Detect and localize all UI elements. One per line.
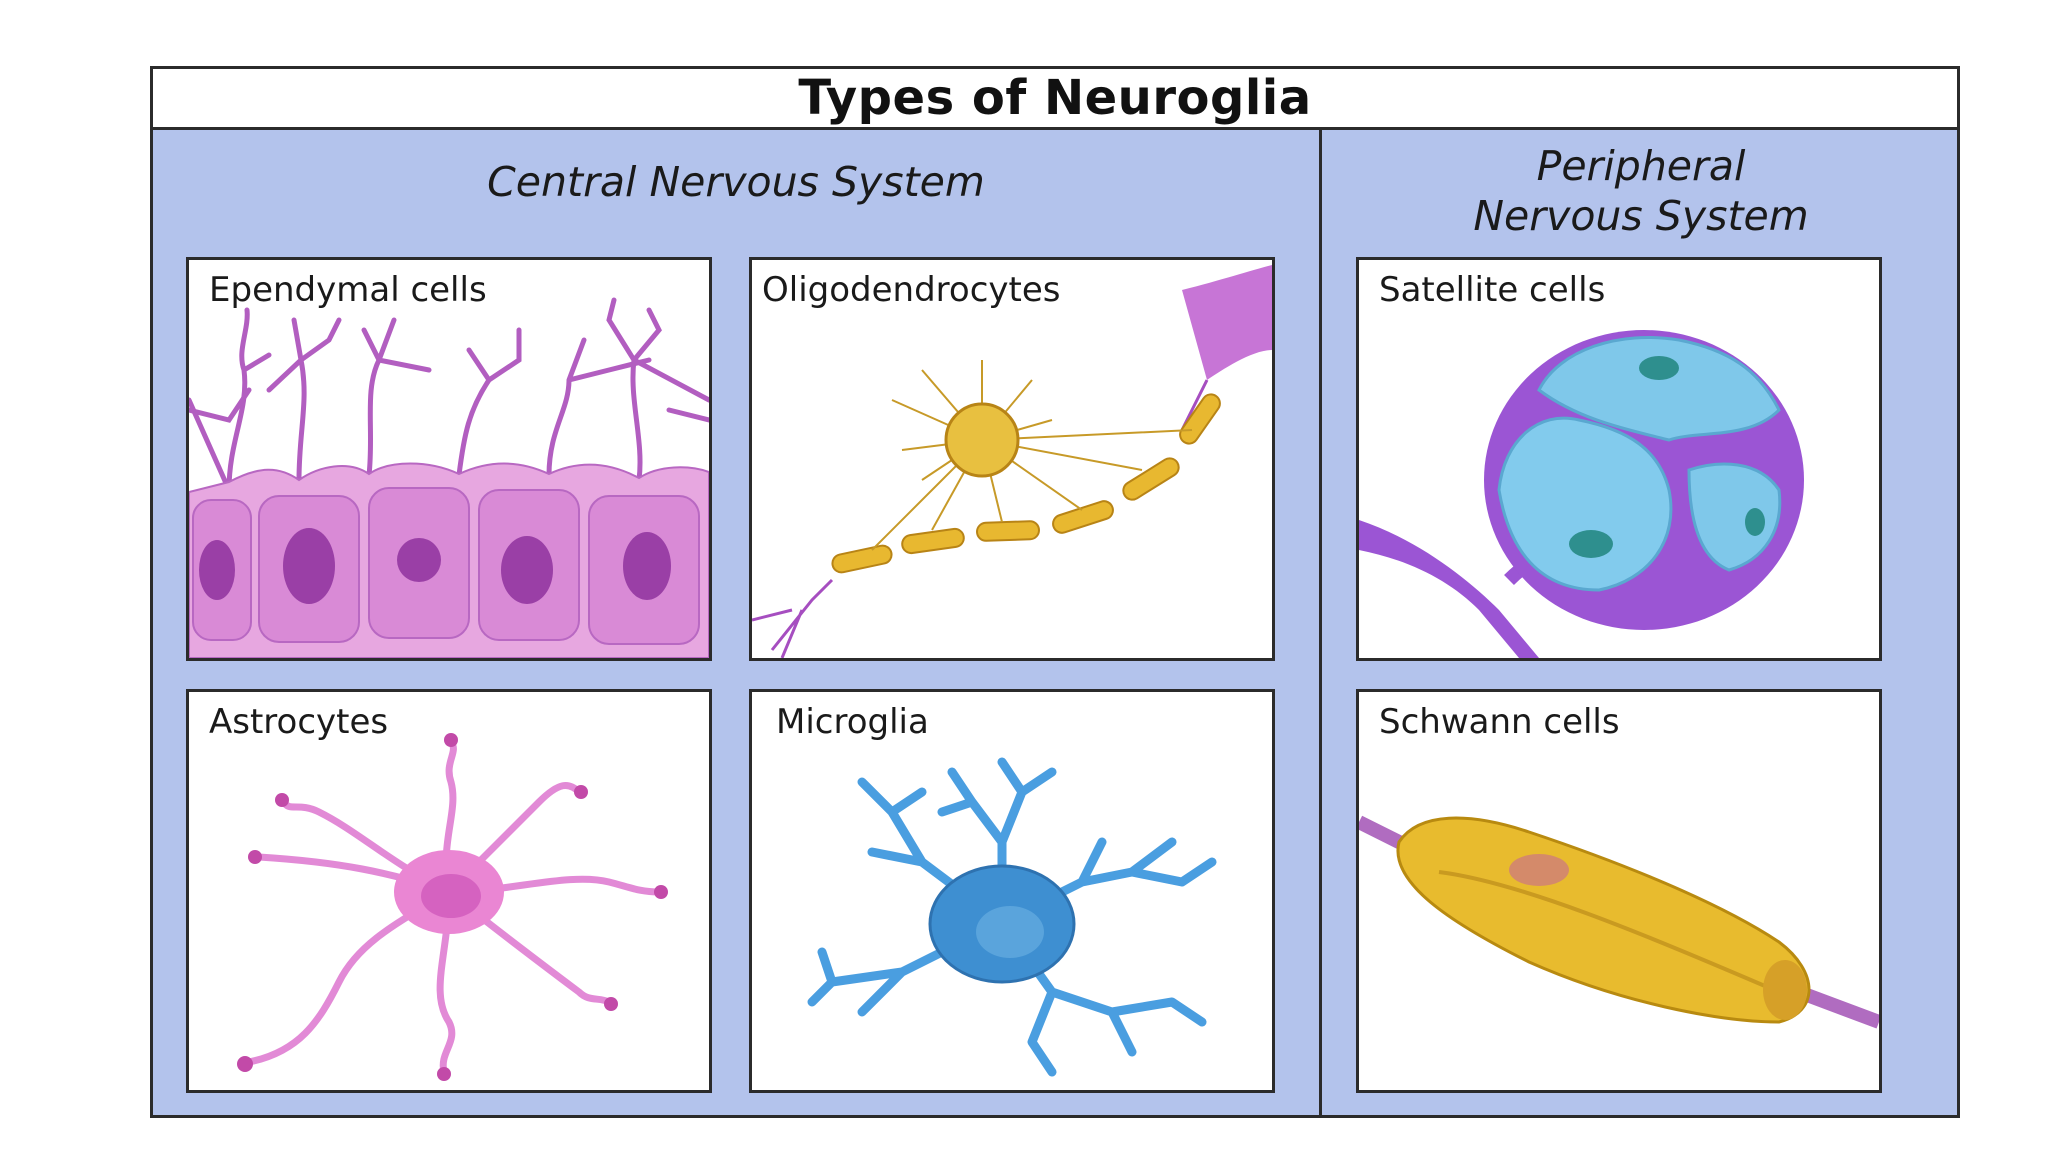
panel-satellite-cells: Satellite cells [1356, 257, 1882, 661]
panel-ependymal-cells: Ependymal cells [186, 257, 712, 661]
title-bar: Types of Neuroglia [153, 69, 1957, 130]
microglia-illustration [807, 757, 1217, 1077]
section-divider [1319, 127, 1322, 1115]
oligodendrocytes-illustration [752, 265, 1272, 658]
oligodendrocytes-label: Oligodendrocytes [762, 270, 1061, 310]
astrocytes-illustration [237, 733, 668, 1081]
panel-microglia: Microglia [749, 689, 1275, 1093]
ependymal-cells-label: Ependymal cells [209, 270, 487, 310]
panel-astrocytes: Astrocytes [186, 689, 712, 1093]
satellite-cells-label: Satellite cells [1379, 270, 1606, 310]
pns-heading-line2: Nervous System [1473, 192, 1809, 240]
schwann-cells-label: Schwann cells [1379, 702, 1620, 742]
neuroglia-diagram: Types of Neuroglia Central Nervous Syste… [150, 66, 1960, 1118]
astrocytes-label: Astrocytes [209, 702, 389, 742]
cns-heading: Central Nervous System [487, 158, 985, 206]
panel-schwann-cells: Schwann cells [1356, 689, 1882, 1093]
pns-heading-line1: Peripheral [1536, 142, 1746, 190]
ependymal-cells-illustration [189, 297, 709, 658]
pns-heading: Peripheral Nervous System [1322, 141, 1960, 241]
panel-oligodendrocytes: Oligodendrocytes [749, 257, 1275, 661]
schwann-cells-illustration [1359, 815, 1879, 1029]
microglia-label: Microglia [776, 702, 929, 742]
diagram-title: Types of Neuroglia [798, 70, 1312, 126]
satellite-cells-illustration [1359, 330, 1804, 658]
